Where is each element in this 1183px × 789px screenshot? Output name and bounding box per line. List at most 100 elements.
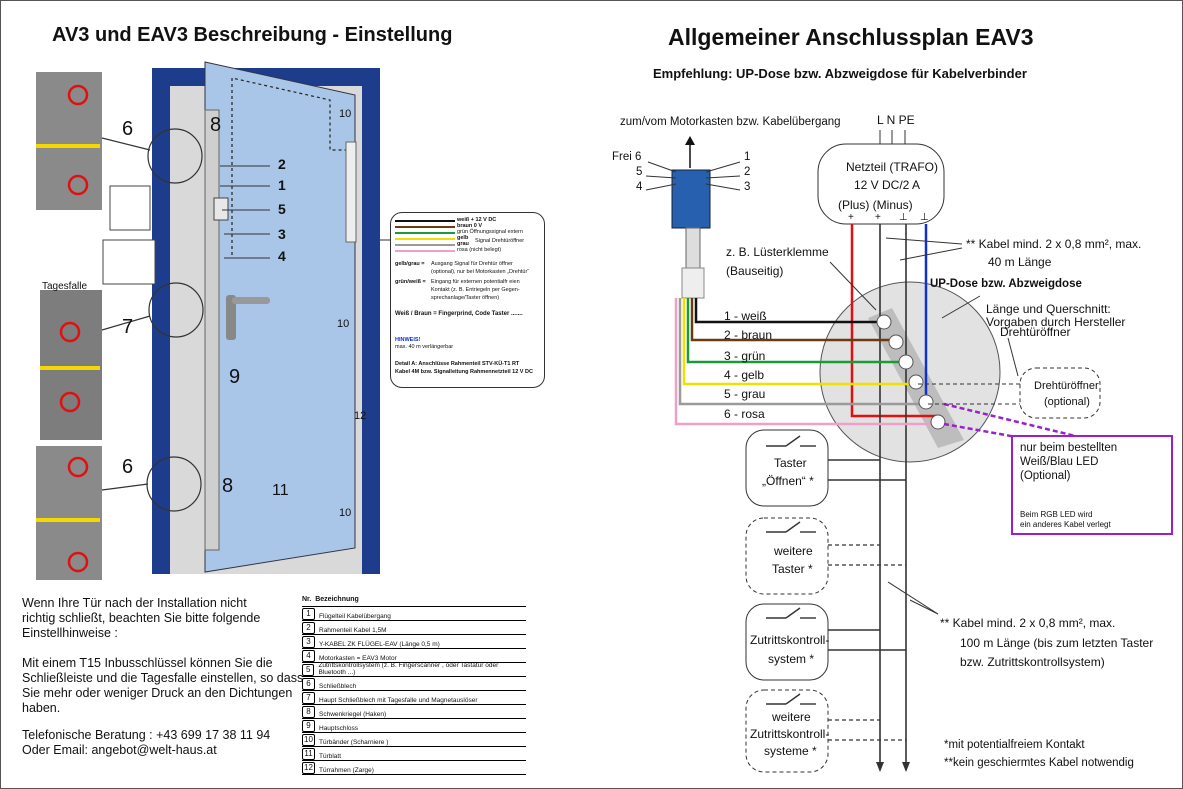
wire-label-6: 6 - rosa (724, 407, 765, 421)
legend-row-text: Rahmenteil Kabel 1,5M (319, 627, 387, 634)
terminal-screws (876, 314, 946, 430)
callout-10-top: 10 (339, 108, 352, 120)
detail-wire-3: gelb (457, 235, 469, 241)
door-handle (232, 297, 270, 304)
laenge-line-1: Vorgaben durch Hersteller (986, 315, 1126, 329)
motor-label: zum/vom Motorkasten bzw. Kabelübergang (620, 116, 841, 128)
up-dose-label: UP-Dose bzw. Abzweigdose (930, 278, 1082, 290)
legend-row-text: Schwenkriegel (Haken) (319, 711, 387, 718)
weitere-zutritt-box (745, 689, 829, 773)
legend-row-text: Schließblech (319, 683, 357, 690)
detail-box-scanner (109, 185, 151, 231)
kabel-note-1-leader (899, 247, 963, 261)
door-handle-plate (226, 295, 236, 340)
wire-label-4: 4 - gelb (724, 368, 765, 382)
cable-transition (345, 141, 357, 243)
detail-a-line-0: Detail A: Anschlüsse Rahmenteil STV-KÜ-T… (395, 361, 520, 367)
led-line-1: Weiß/Blau LED (1020, 456, 1099, 468)
dreh-leader (1007, 337, 1019, 377)
dreh-box-line-1: (optional) (1044, 396, 1090, 408)
photo-tagesfalle (40, 290, 102, 440)
detail-wire-6: rosa (nicht belegt) (457, 247, 502, 253)
gelb-grau-text-0: Ausgang Signal für Drehtür öffner (431, 261, 513, 267)
netzteil-box (817, 143, 945, 225)
weitere-taster-box (745, 517, 829, 595)
plus-wire (850, 224, 940, 418)
luester-line-0: z. B. Lüsterklemme (726, 245, 829, 259)
legend-row: 6 Schließblech (302, 677, 526, 691)
callout-6-top: 6 (122, 118, 134, 140)
taster-line-0: Taster (774, 456, 807, 470)
legend-header: Nr. Bezeichnung (302, 596, 526, 607)
wire-label-2: 2 - braun (724, 328, 773, 342)
install-note-line: Wenn Ihre Tür nach der Installation nich… (22, 596, 247, 610)
zoom-circles (101, 128, 204, 512)
laenge-line-0: Länge und Querschnitt: (986, 302, 1111, 316)
legend-row-text: Flügelteil Kabelübergang (319, 613, 391, 620)
pin-5: 5 (636, 166, 643, 178)
legend-row: 1 Flügelteil Kabelübergang (302, 607, 526, 621)
fingerscanner (213, 197, 229, 221)
contact-phone: Telefonische Beratung : +43 699 17 38 11… (22, 728, 271, 742)
tagesfalle-label: Tagesfalle (42, 281, 88, 292)
led-line-2: (Optional) (1020, 470, 1071, 482)
legend-header-nr: Nr. (302, 596, 312, 603)
legend-header-desc: Bezeichnung (315, 596, 359, 603)
pin-4: 4 (636, 181, 643, 193)
contact-email[interactable]: Oder Email: angebot@welt-haus.at (22, 743, 217, 757)
legend-row-number: 7 (302, 692, 315, 704)
term-gnd-2: ⊥ (920, 212, 929, 223)
legend-table: Nr. Bezeichnung 1 Flügelteil Kabelübergan… (302, 596, 526, 775)
legend-row-number: 8 (302, 706, 315, 718)
weitere-zutritt-line-2: systeme * (764, 744, 817, 758)
gruen-weiss-text-2: sprechanlage/Taster öffnen) (431, 295, 500, 301)
kabel-note-1-line-1: 40 m Länge (988, 255, 1052, 269)
legend-row-text: Motorkasten = EAV3 Motor (319, 655, 397, 662)
hinweis-text: max. 40 m verlängerbar (395, 344, 454, 350)
callout-5: 5 (278, 201, 286, 217)
legend-row-number: 1 (302, 608, 315, 620)
weitere-zutritt-line-0: weitere (772, 710, 811, 724)
kabel-note-2-line-0: ** Kabel mind. 2 x 0,8 mm², max. (940, 616, 1116, 630)
motor-connector (671, 169, 711, 229)
kabel-note-1-line-0: ** Kabel mind. 2 x 0,8 mm², max. (966, 237, 1142, 251)
detail-wire-5: Signal Drehtüröffner (475, 238, 525, 244)
kabel-note-2-line-1: 100 m Länge (bis zum letzten Taster (960, 636, 1154, 650)
netzteil-line-0: Netzteil (TRAFO) (846, 160, 939, 174)
wire-label-3: 3 - grün (724, 349, 766, 363)
cable-path (231, 77, 352, 255)
detail-a-box: weiß + 12 V DC braun 0 V grün Öffnungssi… (390, 212, 545, 388)
legend-row-number: 10 (302, 734, 315, 746)
led-note-0: Beim RGB LED wird (1020, 510, 1093, 519)
legend-row-number: 11 (302, 748, 315, 760)
kabel-note-1-leader (885, 237, 963, 245)
pin-frei6: Frei 6 (612, 151, 642, 163)
term-plus-2: + (875, 212, 881, 223)
netzteil-line-1: 12 V DC/2 A (854, 178, 921, 192)
cable-jacket (681, 267, 705, 299)
legend-row-number: 6 (302, 678, 315, 690)
detail-a-cable (395, 220, 455, 252)
callout-9: 9 (229, 366, 241, 388)
install-note-line: Sie mehr oder weniger Druck an den Dicht… (22, 686, 293, 700)
detail-wire-0: weiß + 12 V DC (457, 217, 497, 223)
led-box (1011, 435, 1173, 535)
cable-sleeve (685, 227, 701, 269)
kabel-note-2-leader (887, 581, 939, 615)
legend-row-text: Türrahmen (Zarge) (319, 767, 374, 774)
callout-1: 1 (278, 177, 286, 193)
install-note-line: haben. (22, 701, 61, 715)
led-wire-1 (943, 402, 1101, 444)
switch-connections-optional (828, 544, 906, 741)
legend-row-number: 9 (302, 720, 315, 732)
pin-1: 1 (744, 151, 751, 163)
callout-leaders (220, 165, 392, 259)
install-note-line: richtig schließt, beachten Sie bitte fol… (22, 611, 261, 625)
pin-3: 3 (744, 181, 751, 193)
